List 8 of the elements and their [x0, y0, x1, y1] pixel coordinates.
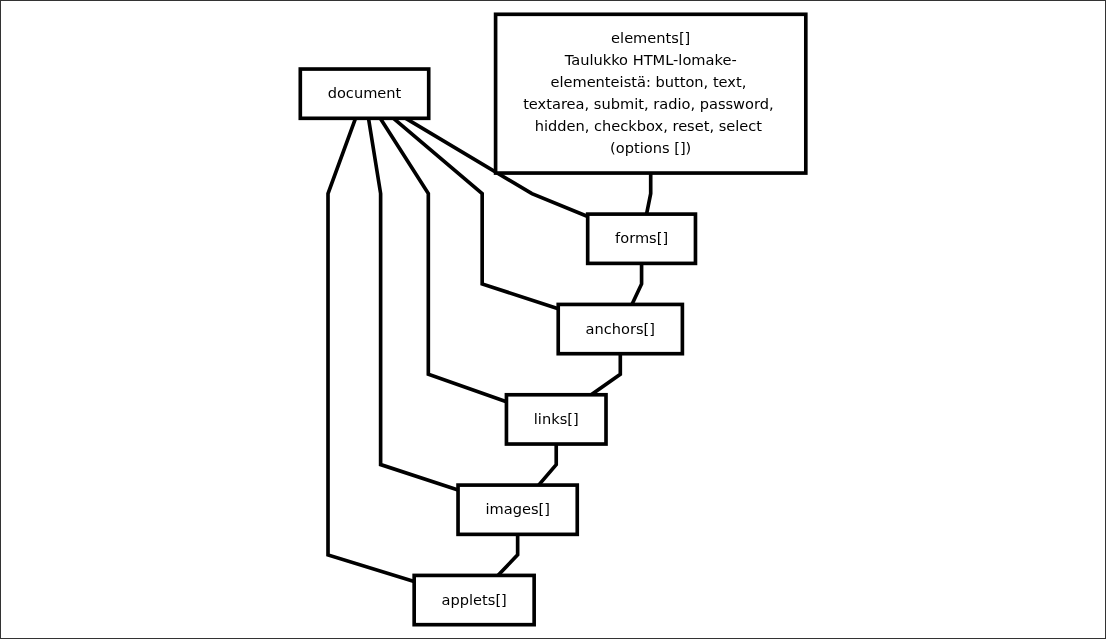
node-box: applets[] [412, 573, 536, 627]
node-box: forms[] [585, 212, 698, 266]
node-box: document [298, 67, 431, 121]
node-box: elements[] Taulukko HTML-lomake-elementeistä: button, text, textarea, submit, radio, password, hidden, checkbox, reset, select (options []) [493, 12, 808, 175]
node-box: anchors[] [556, 302, 685, 356]
connector [644, 173, 653, 215]
node-box: images[] [456, 483, 579, 537]
node-box: links[] [504, 392, 608, 446]
